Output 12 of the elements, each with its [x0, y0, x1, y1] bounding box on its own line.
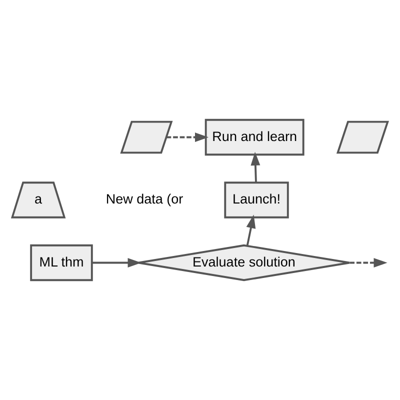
arrow	[166, 132, 209, 142]
arrow	[92, 258, 142, 268]
label: New data (or	[106, 192, 184, 207]
node-box: ML thm	[30, 244, 93, 282]
arrow	[250, 152, 260, 182]
arrow	[350, 258, 388, 268]
node-box: Run and learn	[204, 118, 304, 156]
node-diamond: Evaluate solution	[138, 244, 350, 282]
node-parallelogram	[336, 120, 390, 154]
arrow	[246, 214, 256, 246]
node-parallelogram	[120, 120, 173, 154]
node-box: Launch!	[224, 182, 289, 218]
